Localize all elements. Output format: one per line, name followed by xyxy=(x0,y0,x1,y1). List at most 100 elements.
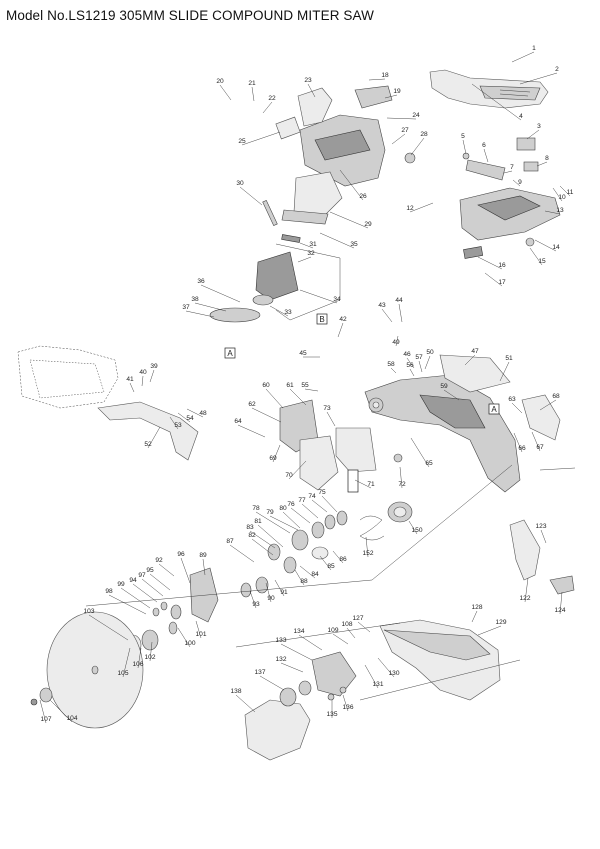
callout-leader-22 xyxy=(262,101,273,114)
callout-number-48: 48 xyxy=(199,410,207,417)
callout-number-12: 12 xyxy=(406,205,414,212)
callout-leader-23 xyxy=(307,83,316,98)
callout-leader-103 xyxy=(88,614,129,641)
callout-leader-67 xyxy=(531,431,541,452)
callout-leader-36 xyxy=(200,284,241,303)
motor-housing xyxy=(209,171,343,323)
callout-leader-105 xyxy=(122,647,131,678)
callout-leader-35 xyxy=(319,232,355,249)
callout-leader-56 xyxy=(409,368,415,377)
callout-leader-39 xyxy=(149,369,155,383)
callout-leader-131 xyxy=(364,664,379,689)
callout-number-97: 97 xyxy=(138,572,146,579)
callout-number-43: 43 xyxy=(378,302,386,309)
callout-leader-107 xyxy=(39,699,47,724)
callout-leader-10 xyxy=(552,187,563,202)
callout-number-26: 26 xyxy=(359,193,367,200)
callout-number-104: 104 xyxy=(66,715,77,722)
callout-number-90: 90 xyxy=(267,595,275,602)
callout-number-27: 27 xyxy=(401,127,409,134)
callout-number-25: 25 xyxy=(238,138,246,145)
callout-number-6: 6 xyxy=(482,142,486,149)
callout-number-22: 22 xyxy=(268,95,276,102)
callout-leader-106 xyxy=(137,647,142,669)
callout-number-37: 37 xyxy=(182,304,190,311)
callout-number-70: 70 xyxy=(285,472,293,479)
callout-number-33: 33 xyxy=(284,309,292,316)
callout-number-75: 75 xyxy=(318,489,326,496)
handle-base xyxy=(404,137,561,259)
callout-number-53: 53 xyxy=(174,422,182,429)
callout-number-130: 130 xyxy=(388,670,399,677)
callout-number-20: 20 xyxy=(216,78,224,85)
callout-number-102: 102 xyxy=(144,654,155,661)
callout-leader-58 xyxy=(390,367,397,374)
callout-number-8: 8 xyxy=(545,155,549,162)
callout-leader-46 xyxy=(406,357,415,369)
callout-number-82: 82 xyxy=(248,532,256,539)
callout-number-131: 131 xyxy=(372,681,383,688)
callout-number-28: 28 xyxy=(420,131,428,138)
callout-number-59: 59 xyxy=(440,383,448,390)
partial-saw-sketch xyxy=(17,345,199,461)
callout-leader-27 xyxy=(391,133,406,145)
callout-leader-16 xyxy=(477,256,503,270)
lower-blade-guard xyxy=(244,651,357,761)
blade-bolt xyxy=(30,687,53,706)
callout-leader-64 xyxy=(237,424,266,438)
callout-leader-49 xyxy=(395,335,399,347)
callout-number-39: 39 xyxy=(150,363,158,370)
callout-number-52: 52 xyxy=(144,441,152,448)
callout-number-89: 89 xyxy=(199,552,207,559)
callout-leader-19 xyxy=(384,94,398,99)
callout-leader-20 xyxy=(219,84,232,101)
assembly-lines xyxy=(85,464,576,701)
callout-leader-82 xyxy=(251,538,274,556)
callout-leader-24 xyxy=(386,117,417,120)
callout-leader-30 xyxy=(239,186,263,206)
callout-number-56: 56 xyxy=(406,362,414,369)
callout-number-34: 34 xyxy=(333,296,341,303)
callout-number-46: 46 xyxy=(403,351,411,358)
callout-number-103: 103 xyxy=(83,608,94,615)
callout-leader-6 xyxy=(483,148,489,163)
callout-number-65: 65 xyxy=(425,460,433,467)
callout-number-77: 77 xyxy=(298,497,306,504)
callout-number-100: 100 xyxy=(184,640,195,647)
callout-leader-108 xyxy=(346,627,356,639)
callout-leader-43 xyxy=(381,308,393,323)
callout-leader-11 xyxy=(559,185,571,197)
reference-box-a: A xyxy=(224,347,236,359)
callout-leader-18 xyxy=(368,78,386,81)
callout-number-45: 45 xyxy=(299,350,307,357)
callout-number-61: 61 xyxy=(286,382,294,389)
callout-number-133: 133 xyxy=(275,637,286,644)
callout-leader-129 xyxy=(477,625,502,636)
callout-number-10: 10 xyxy=(558,194,566,201)
callout-leader-41 xyxy=(129,382,135,393)
callout-leader-38 xyxy=(194,302,227,312)
callout-leader-138 xyxy=(235,694,256,713)
callout-leader-37 xyxy=(185,310,215,318)
callout-leader-33 xyxy=(269,305,289,317)
callout-leader-50 xyxy=(424,355,431,370)
callout-number-150: 150 xyxy=(411,527,422,534)
gear-case xyxy=(279,399,403,493)
callout-leader-60 xyxy=(265,388,284,409)
callout-number-135: 135 xyxy=(326,711,337,718)
callout-leader-12 xyxy=(409,202,434,213)
callout-number-101: 101 xyxy=(195,631,206,638)
callout-number-30: 30 xyxy=(236,180,244,187)
callout-leader-77 xyxy=(301,503,319,519)
callout-number-137: 137 xyxy=(254,669,265,676)
callout-number-68: 68 xyxy=(552,393,560,400)
callout-leader-150 xyxy=(408,520,418,535)
callout-leader-68 xyxy=(539,399,557,411)
callout-number-79: 79 xyxy=(266,509,274,516)
callout-number-86: 86 xyxy=(339,556,347,563)
callout-leader-87 xyxy=(229,544,255,563)
callout-leader-34 xyxy=(299,289,338,304)
callout-leader-95 xyxy=(149,573,171,591)
callout-number-76: 76 xyxy=(287,501,295,508)
callout-leader-59 xyxy=(443,389,460,401)
